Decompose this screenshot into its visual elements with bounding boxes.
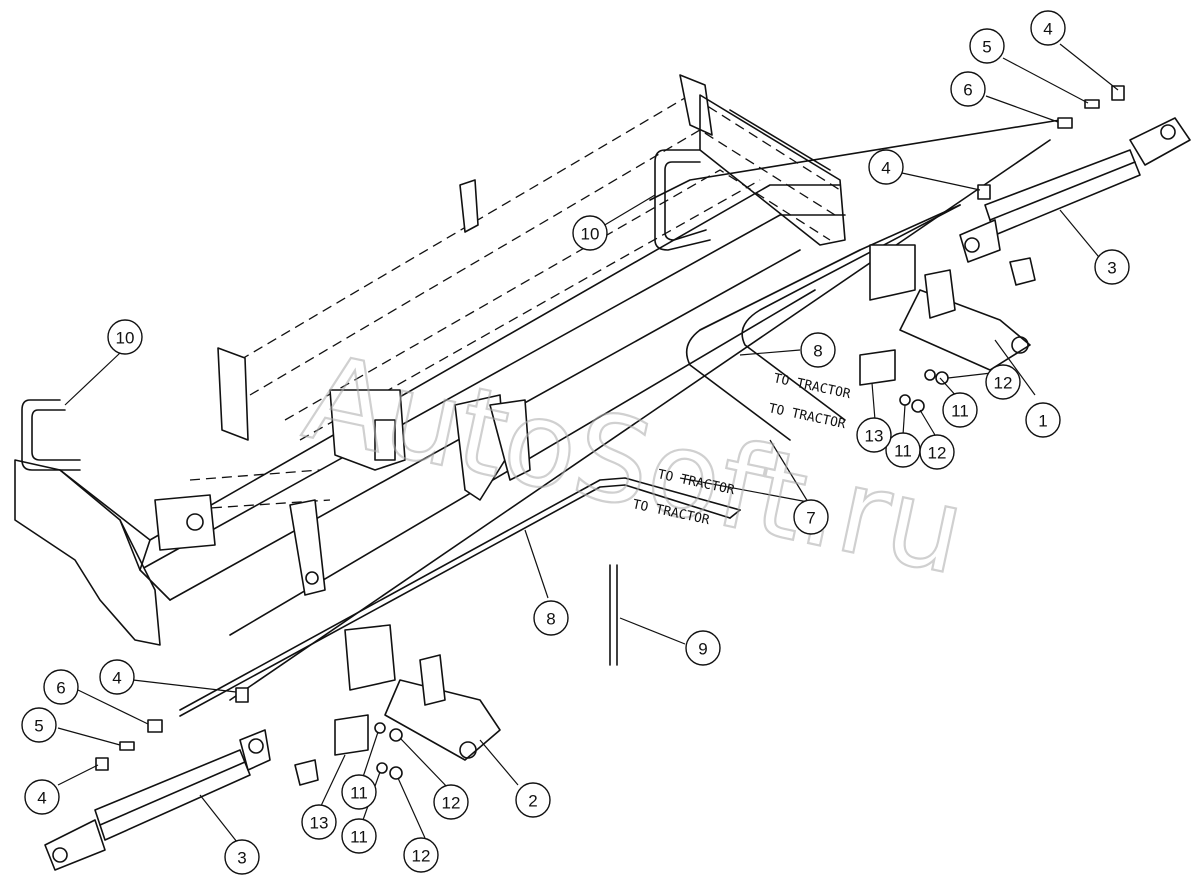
callout-8-left: 8	[533, 600, 569, 636]
cylinder-right	[959, 117, 1191, 286]
svg-text:4: 4	[1043, 20, 1052, 39]
svg-text:12: 12	[412, 847, 431, 866]
callout-6-right: 6	[950, 71, 986, 107]
callout-13-left: 13	[301, 804, 337, 840]
callout-11-b: 11	[885, 432, 921, 468]
svg-text:4: 4	[112, 669, 121, 688]
svg-text:9: 9	[698, 640, 707, 659]
svg-text:11: 11	[894, 442, 912, 461]
callout-1: 1	[1025, 402, 1061, 438]
u-bolt-right	[654, 149, 711, 251]
pivot-arm-right	[869, 244, 1031, 371]
svg-text:3: 3	[1107, 259, 1116, 278]
callout-5-right: 5	[969, 28, 1005, 64]
svg-text:13: 13	[310, 814, 329, 833]
callout-3-right: 3	[1094, 249, 1130, 285]
pivot-arm-left	[344, 624, 501, 761]
callout-4-mid-right: 4	[868, 149, 904, 185]
svg-text:3: 3	[237, 849, 246, 868]
svg-text:10: 10	[581, 225, 600, 244]
callouts: 1 2 3 3 4 4 4 4 5 5 6 6 7 8 8 9 10 10 11…	[21, 10, 1130, 875]
svg-text:2: 2	[528, 792, 537, 811]
u-bolt-left	[21, 399, 81, 471]
svg-text:5: 5	[34, 717, 43, 736]
callout-10-left: 10	[107, 319, 143, 355]
svg-text:4: 4	[37, 789, 46, 808]
hose-label: TO TRACTOR	[772, 371, 852, 402]
callout-10-right: 10	[572, 215, 608, 251]
svg-text:7: 7	[806, 509, 815, 528]
callout-12-a: 12	[985, 364, 1021, 400]
callout-4-bottom-left: 4	[24, 779, 60, 815]
callout-11-c: 11	[341, 774, 377, 810]
callout-5-left: 5	[21, 707, 57, 743]
callout-4-mid-left: 4	[99, 659, 135, 695]
svg-text:8: 8	[813, 342, 822, 361]
svg-text:12: 12	[928, 444, 947, 463]
callout-9: 9	[685, 630, 721, 666]
callout-7: 7	[793, 499, 829, 535]
svg-text:5: 5	[982, 38, 991, 57]
callout-12-c: 12	[433, 784, 469, 820]
svg-text:11: 11	[951, 402, 969, 421]
cylinder-left	[44, 729, 319, 871]
svg-text:13: 13	[865, 427, 884, 446]
callout-8-right: 8	[800, 332, 836, 368]
svg-text:6: 6	[56, 679, 65, 698]
callout-12-b: 12	[919, 434, 955, 470]
main-frame	[14, 74, 846, 646]
svg-text:1: 1	[1038, 412, 1047, 431]
svg-text:11: 11	[350, 784, 368, 803]
svg-text:4: 4	[881, 159, 890, 178]
svg-text:8: 8	[546, 610, 555, 629]
callout-13-right: 13	[856, 417, 892, 453]
callout-11-a: 11	[942, 392, 978, 428]
svg-text:12: 12	[442, 794, 461, 813]
callout-3-left: 3	[224, 839, 260, 875]
callout-2: 2	[515, 782, 551, 818]
svg-text:10: 10	[116, 329, 135, 348]
callout-4-top-right: 4	[1030, 10, 1066, 46]
svg-text:11: 11	[350, 828, 368, 847]
callout-6-left: 6	[43, 669, 79, 705]
svg-text:6: 6	[963, 81, 972, 100]
callout-11-d: 11	[341, 818, 377, 854]
hydraulic-lines	[179, 119, 1061, 717]
svg-text:12: 12	[994, 374, 1013, 393]
callout-12-d: 12	[403, 837, 439, 873]
